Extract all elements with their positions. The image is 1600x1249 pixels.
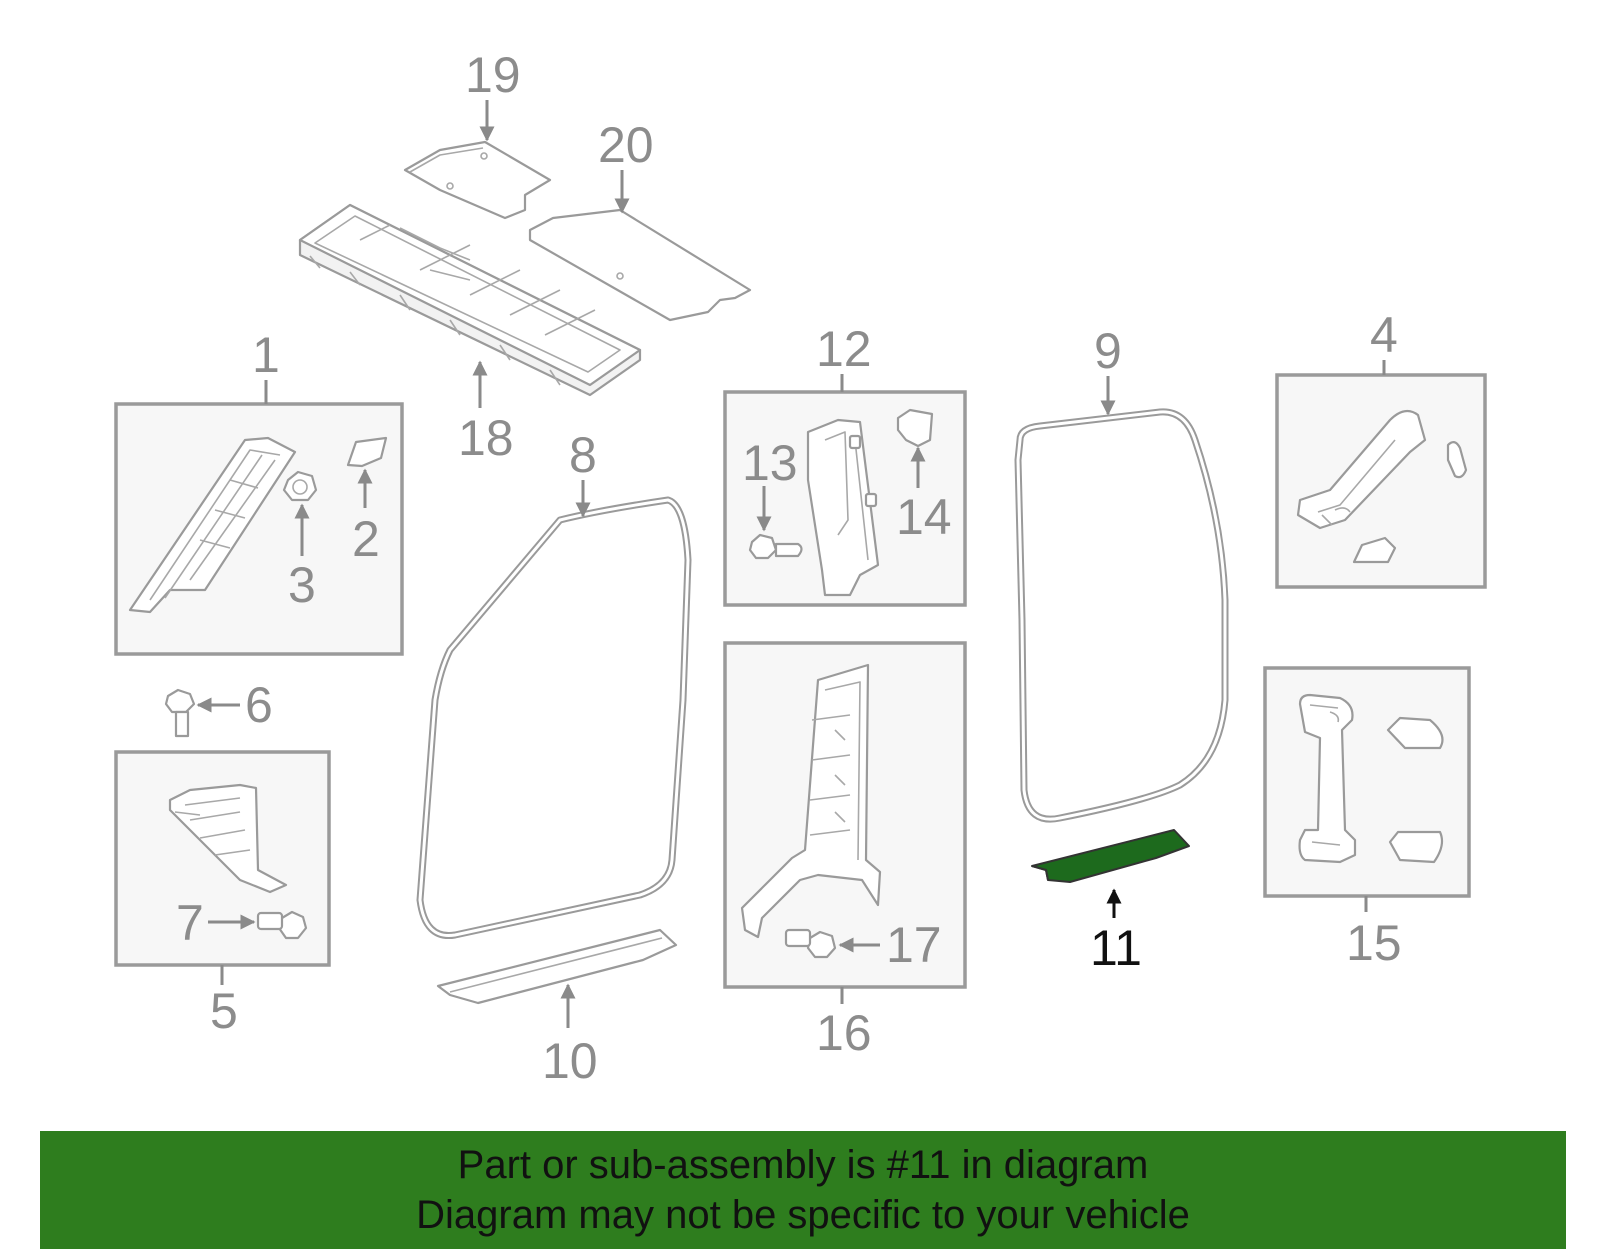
banner-line-2: Diagram may not be specific to your vehi… — [416, 1193, 1190, 1237]
callout-7-label: 7 — [176, 895, 204, 951]
callout-14-label: 14 — [896, 489, 952, 545]
part-9-weatherstrip[interactable] — [1014, 408, 1229, 823]
part-16-pillar-lower[interactable] — [740, 663, 882, 939]
callout-11-label: 11 — [1090, 920, 1142, 976]
callout-8-label: 8 — [569, 427, 597, 483]
callout-2: 2 — [352, 468, 380, 567]
callout-12: 12 — [816, 321, 872, 392]
callout-14: 14 — [896, 446, 952, 545]
callout-16: 16 — [816, 987, 872, 1061]
part-10-scuff-plate[interactable] — [436, 928, 678, 1005]
callout-5: 5 — [210, 965, 238, 1039]
callout-20: 20 — [598, 117, 654, 214]
callout-8: 8 — [569, 427, 597, 518]
part-4-cover-bottom[interactable] — [1352, 536, 1397, 564]
callout-13-label: 13 — [742, 435, 798, 491]
callout-15-label: 15 — [1346, 915, 1402, 971]
part-3-nut[interactable] — [282, 470, 318, 502]
part-11-scuff-plate-highlighted[interactable] — [1031, 829, 1190, 883]
banner-line-1: Part or sub-assembly is #11 in diagram — [457, 1143, 1149, 1187]
callout-20-label: 20 — [598, 117, 654, 173]
callout-12-label: 12 — [816, 321, 872, 377]
callout-18-label: 18 — [458, 410, 514, 466]
callout-17-label: 17 — [886, 917, 942, 973]
part-17-bolt[interactable] — [784, 928, 837, 959]
callout-10: 10 — [542, 983, 598, 1089]
callout-9: 9 — [1094, 323, 1122, 416]
info-banner: Part or sub-assembly is #11 in diagram D… — [40, 1131, 1566, 1249]
part-8-weatherstrip[interactable] — [416, 496, 692, 940]
part-4-assist-grip[interactable] — [1296, 409, 1427, 530]
callout-11: 11 — [1090, 888, 1142, 976]
callout-5-label: 5 — [210, 983, 238, 1039]
part-15-box[interactable] — [1263, 666, 1471, 898]
part-12-pillar-upper[interactable] — [806, 418, 880, 597]
callout-19: 19 — [465, 47, 521, 142]
callout-6-label: 6 — [245, 677, 273, 733]
callout-7: 7 — [176, 895, 256, 951]
callout-3: 3 — [288, 503, 316, 613]
part-4-box[interactable] — [1275, 373, 1487, 589]
part-13-screw[interactable] — [748, 533, 803, 560]
part-2-clip[interactable] — [346, 436, 388, 468]
part-14-clip[interactable] — [896, 408, 934, 448]
callout-19-label: 19 — [465, 47, 521, 103]
part-6-bolt[interactable] — [164, 688, 196, 738]
callout-6: 6 — [196, 677, 273, 733]
part-20-mat[interactable] — [528, 208, 752, 322]
callout-9-label: 9 — [1094, 323, 1122, 379]
callout-15: 15 — [1346, 896, 1402, 971]
callout-4: 4 — [1370, 307, 1398, 375]
part-15-cover-bottom[interactable] — [1388, 830, 1444, 864]
part-18-storage-tray[interactable] — [298, 203, 642, 397]
callout-10-label: 10 — [542, 1033, 598, 1089]
callout-4-label: 4 — [1370, 307, 1398, 363]
callout-13: 13 — [742, 435, 798, 532]
part-4-cover-right[interactable] — [1446, 441, 1468, 479]
part-15-assist-grip[interactable] — [1298, 693, 1357, 864]
part-15-cover-top[interactable] — [1386, 716, 1444, 750]
callout-1: 1 — [252, 327, 280, 404]
part-1-pillar-garnish[interactable] — [128, 436, 297, 614]
callout-2-label: 2 — [352, 511, 380, 567]
callout-17: 17 — [838, 917, 942, 973]
callout-18: 18 — [458, 360, 514, 466]
part-5-kick-panel[interactable] — [168, 783, 288, 894]
part-7-bolt[interactable] — [256, 910, 308, 940]
callout-1-label: 1 — [252, 327, 280, 383]
callout-3-label: 3 — [288, 557, 316, 613]
part-19-mat[interactable] — [403, 140, 552, 220]
callout-16-label: 16 — [816, 1005, 872, 1061]
